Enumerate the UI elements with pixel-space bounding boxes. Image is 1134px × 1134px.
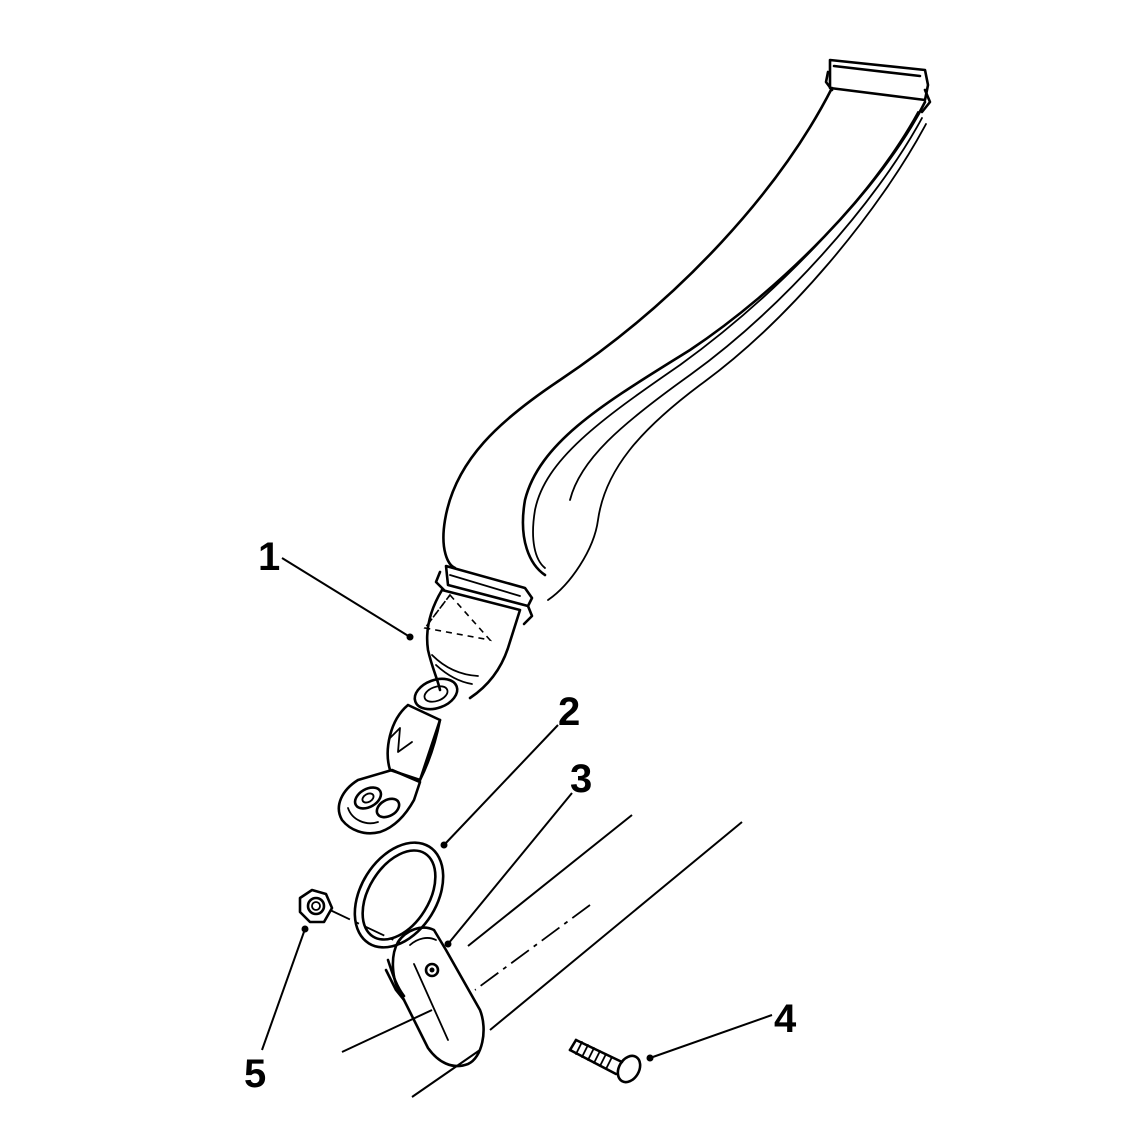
callout-2: 2 xyxy=(558,690,580,734)
sling-strap xyxy=(337,58,932,835)
callout-3: 3 xyxy=(570,757,592,801)
swivel-bracket xyxy=(384,926,485,1068)
nut xyxy=(298,888,334,924)
mounting-axis-lines xyxy=(329,814,743,1098)
sling-ring xyxy=(353,841,445,949)
callout-5: 5 xyxy=(244,1052,266,1096)
callout-4: 4 xyxy=(774,997,797,1041)
callout-1: 1 xyxy=(258,535,280,579)
screw xyxy=(568,1038,642,1084)
callout-leaders xyxy=(261,557,773,1062)
